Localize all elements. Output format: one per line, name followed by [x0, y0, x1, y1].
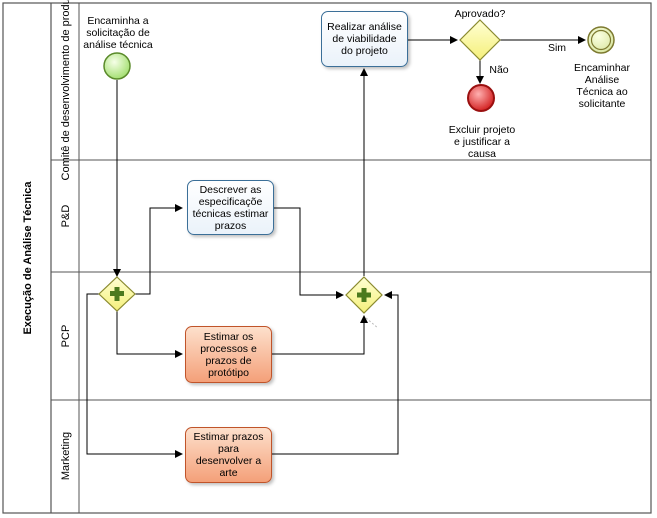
pool-frame	[2, 2, 652, 514]
lane-label-comite: Comitê de desenvolvimento de produtos	[60, 0, 72, 180]
parallel-gateway-join[interactable]	[345, 276, 383, 314]
flow-descrever-to-join	[274, 207, 344, 299]
decor-tick	[365, 317, 379, 329]
flow-label-nao: Não	[489, 64, 509, 76]
flow-arte-to-join	[272, 291, 399, 455]
pool-label: Execução de Análise Técnica	[22, 181, 34, 335]
flow-split-to-arte	[86, 293, 183, 458]
task-estimar-arte[interactable]: Estimar prazos para desenvolver a arte	[185, 427, 272, 483]
parallel-gateway-split[interactable]	[98, 276, 136, 312]
gateway-aprovado-label: Aprovado?	[454, 8, 506, 20]
end-event-nao[interactable]	[467, 84, 495, 112]
start-event-label: Encaminha a solicitação de análise técni…	[83, 15, 153, 51]
end-event-nao-label: Excluir projeto e justificar a causa	[448, 124, 516, 160]
task-descrever-especificacoes[interactable]: Descrever as especificaçõe técnicas esti…	[187, 180, 274, 235]
lane-label-marketing: Marketing	[60, 432, 72, 480]
lane-label-pcp: PCP	[60, 325, 72, 348]
flow-label-sim: Sim	[547, 42, 567, 54]
flow-processos-to-join	[272, 315, 368, 355]
start-event[interactable]	[103, 52, 131, 80]
end-event-sim-label: Encaminhar Análise Técnica ao solicitant…	[573, 62, 631, 110]
exclusive-gateway-aprovado[interactable]	[459, 19, 501, 61]
task-estimar-processos[interactable]: Estimar os processos e prazos de protóti…	[185, 326, 272, 383]
lane-label-pd: P&D	[60, 205, 72, 228]
task-realizar-analise[interactable]: Realizar análise de viabilidade do proje…	[321, 11, 408, 67]
end-event-sim[interactable]	[587, 26, 615, 54]
flow-split-to-descrever	[133, 204, 183, 295]
flow-split-to-processos	[116, 311, 183, 358]
